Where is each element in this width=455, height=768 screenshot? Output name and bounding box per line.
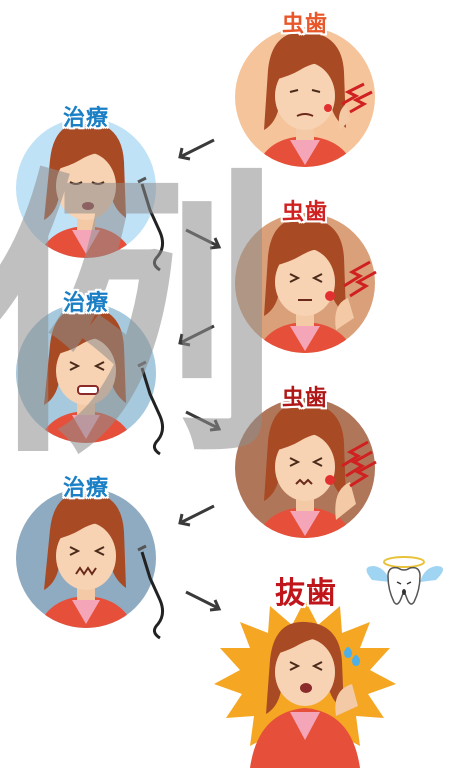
arrow-treatment1-to-cavity2 bbox=[185, 228, 222, 250]
flow-arrows bbox=[178, 138, 222, 612]
cavity-stage-2-portrait bbox=[235, 213, 377, 353]
treatment-label-1: 治療 bbox=[62, 106, 109, 131]
flying-tooth-icon bbox=[366, 556, 443, 605]
treatment-stage-2-portrait bbox=[16, 303, 165, 456]
arrow-treatment2-to-cavity3 bbox=[185, 410, 222, 432]
cavity-stage-3-portrait bbox=[235, 398, 377, 538]
extraction-stage-portrait bbox=[214, 600, 396, 768]
treatment-label-3: 治療 bbox=[62, 476, 109, 501]
arrow-cavity1-to-treatment1 bbox=[178, 138, 215, 161]
arrow-treatment3-to-extraction bbox=[185, 590, 222, 612]
cavity-label-3: 虫歯 bbox=[281, 386, 328, 411]
arrow-cavity2-to-treatment2 bbox=[178, 324, 215, 347]
cavity-stage-1-portrait bbox=[235, 27, 375, 167]
cavity-label-1: 虫歯 bbox=[281, 12, 328, 37]
treatment-stage-1-portrait bbox=[16, 118, 165, 272]
treatment-label-2: 治療 bbox=[62, 291, 109, 316]
treatment-stage-3-portrait bbox=[16, 488, 165, 640]
extraction-label: 抜歯 bbox=[275, 576, 337, 611]
cavity-label-2: 虫歯 bbox=[281, 200, 328, 225]
arrow-cavity3-to-treatment3 bbox=[178, 504, 215, 527]
